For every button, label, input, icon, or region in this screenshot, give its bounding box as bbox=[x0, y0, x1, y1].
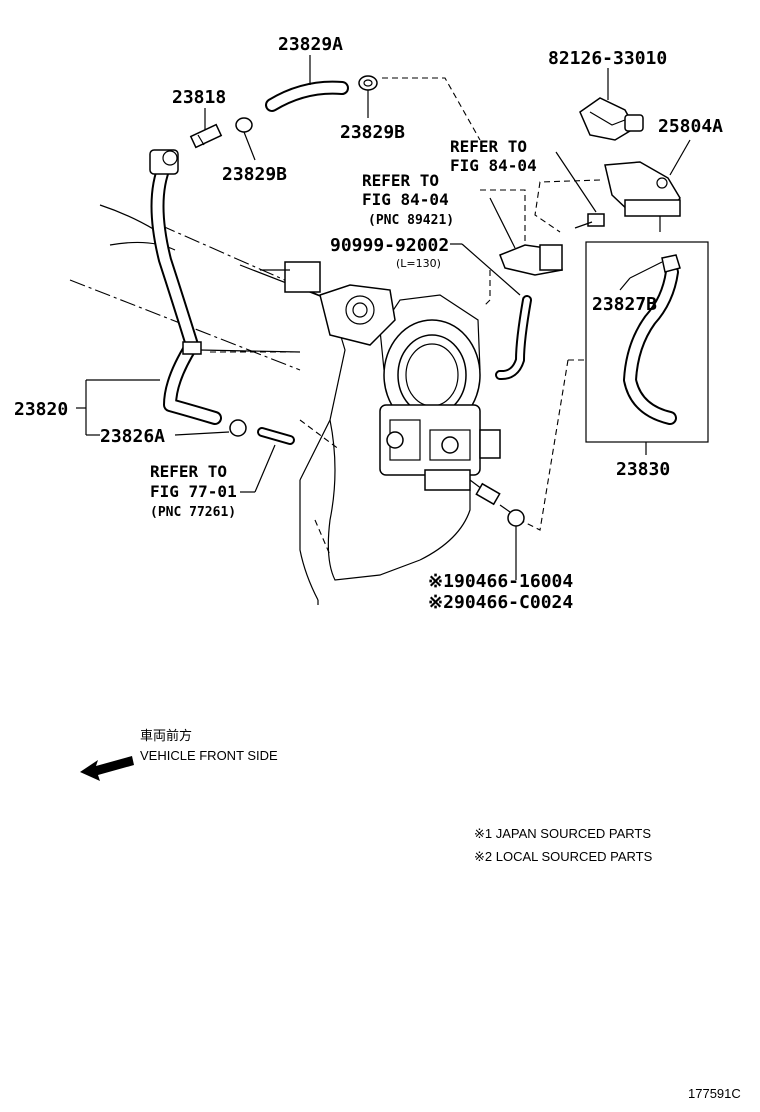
label-23827B: 23827B bbox=[592, 294, 657, 315]
front-label-jp: 車両前方 bbox=[140, 728, 192, 743]
mark-2: ※2 bbox=[428, 592, 454, 613]
clamp-90466 bbox=[499, 504, 525, 580]
hose-23830-box bbox=[519, 241, 709, 531]
diagram-id: 177591C bbox=[688, 1086, 741, 1101]
clamp-23829B-left bbox=[235, 117, 256, 161]
label-23830: 23830 bbox=[616, 459, 670, 480]
ref2-pnc: (PNC 89421) bbox=[368, 213, 454, 228]
label-90466-2: 90466-C0024 bbox=[454, 592, 573, 613]
vehicle-front-arrow-icon bbox=[80, 756, 134, 781]
vsv-25804A bbox=[534, 139, 691, 233]
front-label-en: VEHICLE FRONT SIDE bbox=[140, 748, 278, 763]
note-local-sourced: ※2 LOCAL SOURCED PARTS bbox=[474, 849, 653, 864]
label-90999: 90999-92002 bbox=[330, 235, 449, 256]
ref3-line1: REFER TO bbox=[150, 462, 227, 481]
ref1-line1: REFER TO bbox=[450, 137, 527, 156]
hose-23820 bbox=[76, 149, 222, 435]
clamp-23826A bbox=[86, 419, 247, 437]
label-length: (L=130) bbox=[396, 257, 441, 270]
clamp-23829B-top bbox=[358, 75, 481, 141]
mark-1: ※1 bbox=[428, 571, 454, 592]
engine-outline bbox=[69, 204, 501, 605]
label-23820: 23820 bbox=[14, 399, 68, 420]
ref1-line2: FIG 84-04 bbox=[450, 156, 537, 175]
hose-stub-77-01 bbox=[240, 427, 295, 493]
label-82126: 82126-33010 bbox=[548, 48, 667, 69]
label-23829B-left: 23829B bbox=[222, 164, 287, 185]
fitting-23818 bbox=[189, 108, 223, 149]
bolt-84-04 bbox=[555, 151, 605, 229]
label-23818: 23818 bbox=[172, 87, 226, 108]
hose-23829A bbox=[265, 55, 349, 112]
ref2-line2: FIG 84-04 bbox=[362, 190, 449, 209]
ref3-pnc: (PNC 77261) bbox=[150, 505, 236, 520]
label-90466-1: 90466-16004 bbox=[454, 571, 573, 592]
note-japan-sourced: ※1 JAPAN SOURCED PARTS bbox=[474, 826, 651, 841]
connector-82126 bbox=[579, 68, 644, 141]
sensor-89421 bbox=[480, 189, 563, 300]
label-23829A: 23829A bbox=[278, 34, 343, 55]
label-25804A: 25804A bbox=[658, 116, 723, 137]
ref3-line2: FIG 77-01 bbox=[150, 482, 237, 501]
hose-90999 bbox=[450, 243, 532, 381]
label-23829B-top: 23829B bbox=[340, 122, 405, 143]
ref2-line1: REFER TO bbox=[362, 171, 439, 190]
label-23826A: 23826A bbox=[100, 426, 165, 447]
